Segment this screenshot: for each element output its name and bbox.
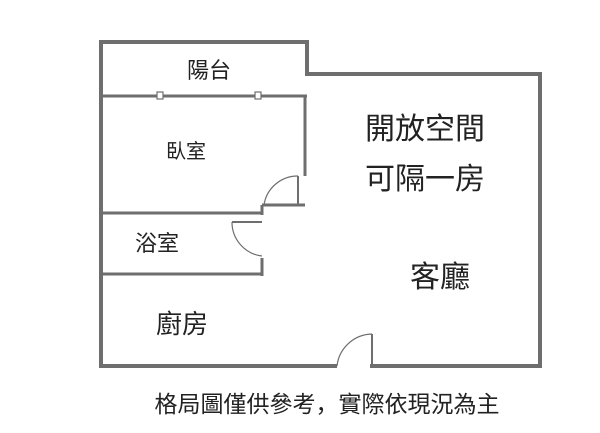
interior-walls — [101, 94, 307, 276]
open-space-label-line1: 開放空間 — [365, 112, 485, 147]
bathroom-label: 浴室 — [135, 232, 179, 257]
bedroom-label: 臥室 — [166, 139, 206, 163]
disclaimer-text: 格局圖僅供參考，實際依現況為主 — [155, 392, 500, 418]
balcony-door-post-left — [156, 91, 164, 100]
living-room-label: 客廳 — [410, 260, 470, 295]
bathroom-door — [231, 221, 263, 257]
kitchen-label: 廚房 — [156, 310, 208, 340]
open-space-label-line2: 可隔一房 — [365, 162, 485, 197]
balcony-label: 陽台 — [187, 59, 231, 84]
balcony-door-post-right — [254, 91, 262, 100]
entrance-door — [336, 333, 373, 367]
bedroom-door — [263, 175, 299, 206]
